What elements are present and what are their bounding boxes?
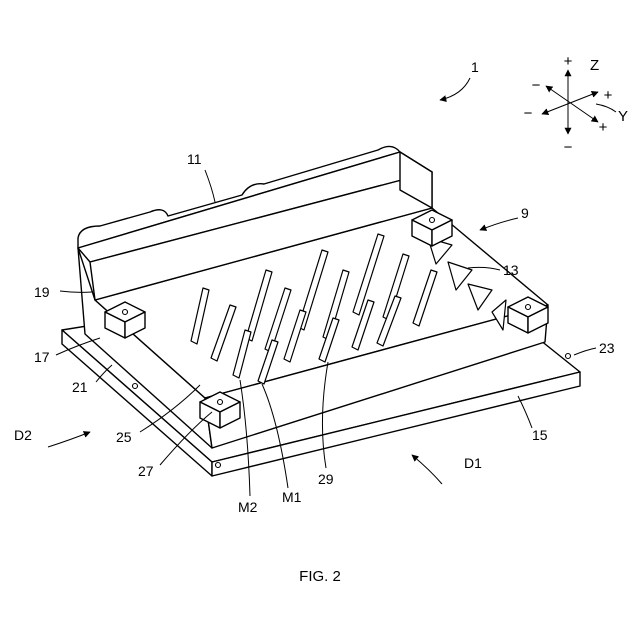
x-minus-sign: − bbox=[532, 77, 541, 94]
ref-label-25: 25 bbox=[116, 429, 132, 445]
ref-label-9: 9 bbox=[521, 205, 529, 221]
ref-label-17: 17 bbox=[34, 349, 50, 365]
ref-label-19: 19 bbox=[34, 284, 50, 300]
ref-label-11: 11 bbox=[187, 151, 202, 167]
ref-label-21: 21 bbox=[72, 379, 88, 395]
direction-label-d1: D1 bbox=[464, 455, 482, 471]
ref-label-23: 23 bbox=[599, 340, 615, 356]
cube-hole bbox=[526, 305, 531, 310]
y-plus-sign: + bbox=[604, 87, 613, 104]
mounting-hole-left bbox=[133, 384, 138, 389]
z-axis-label: Z bbox=[590, 57, 599, 74]
direction-label-d2: D2 bbox=[14, 427, 32, 443]
cube-hole bbox=[123, 310, 128, 315]
coordinate-axes: + Z − + Y − + − bbox=[524, 53, 628, 156]
figure-caption: FIG. 2 bbox=[299, 568, 341, 585]
z-plus-sign: + bbox=[564, 53, 573, 70]
ref-label-m2: M2 bbox=[238, 499, 258, 515]
leader-line-9 bbox=[480, 218, 518, 230]
cube-hole bbox=[218, 400, 223, 405]
ref-label-1: 1 bbox=[471, 59, 479, 75]
ref-label-m1: M1 bbox=[282, 489, 302, 505]
ref-label-15: 15 bbox=[532, 427, 548, 443]
direction-arrow-d2 bbox=[48, 432, 90, 447]
ref-label-29: 29 bbox=[318, 471, 334, 487]
mounting-hole-right bbox=[566, 354, 571, 359]
leader-line-15 bbox=[518, 396, 532, 428]
leader-line-23 bbox=[574, 348, 596, 355]
ref-label-13: 13 bbox=[503, 262, 519, 278]
ref-label-27: 27 bbox=[138, 463, 154, 479]
leader-line-1 bbox=[440, 78, 470, 100]
y-minus-sign: − bbox=[524, 105, 533, 122]
leader-line-11 bbox=[205, 170, 215, 202]
y-axis-label: Y bbox=[618, 108, 628, 125]
direction-arrow-d1 bbox=[412, 455, 442, 484]
y-label-leader bbox=[596, 104, 616, 112]
z-minus-sign: − bbox=[564, 139, 573, 156]
x-plus-sign: + bbox=[599, 119, 608, 136]
cube-hole bbox=[430, 218, 435, 223]
mounting-hole-front bbox=[216, 463, 221, 468]
y-axis-line bbox=[542, 92, 598, 114]
x-axis-line bbox=[546, 86, 598, 122]
